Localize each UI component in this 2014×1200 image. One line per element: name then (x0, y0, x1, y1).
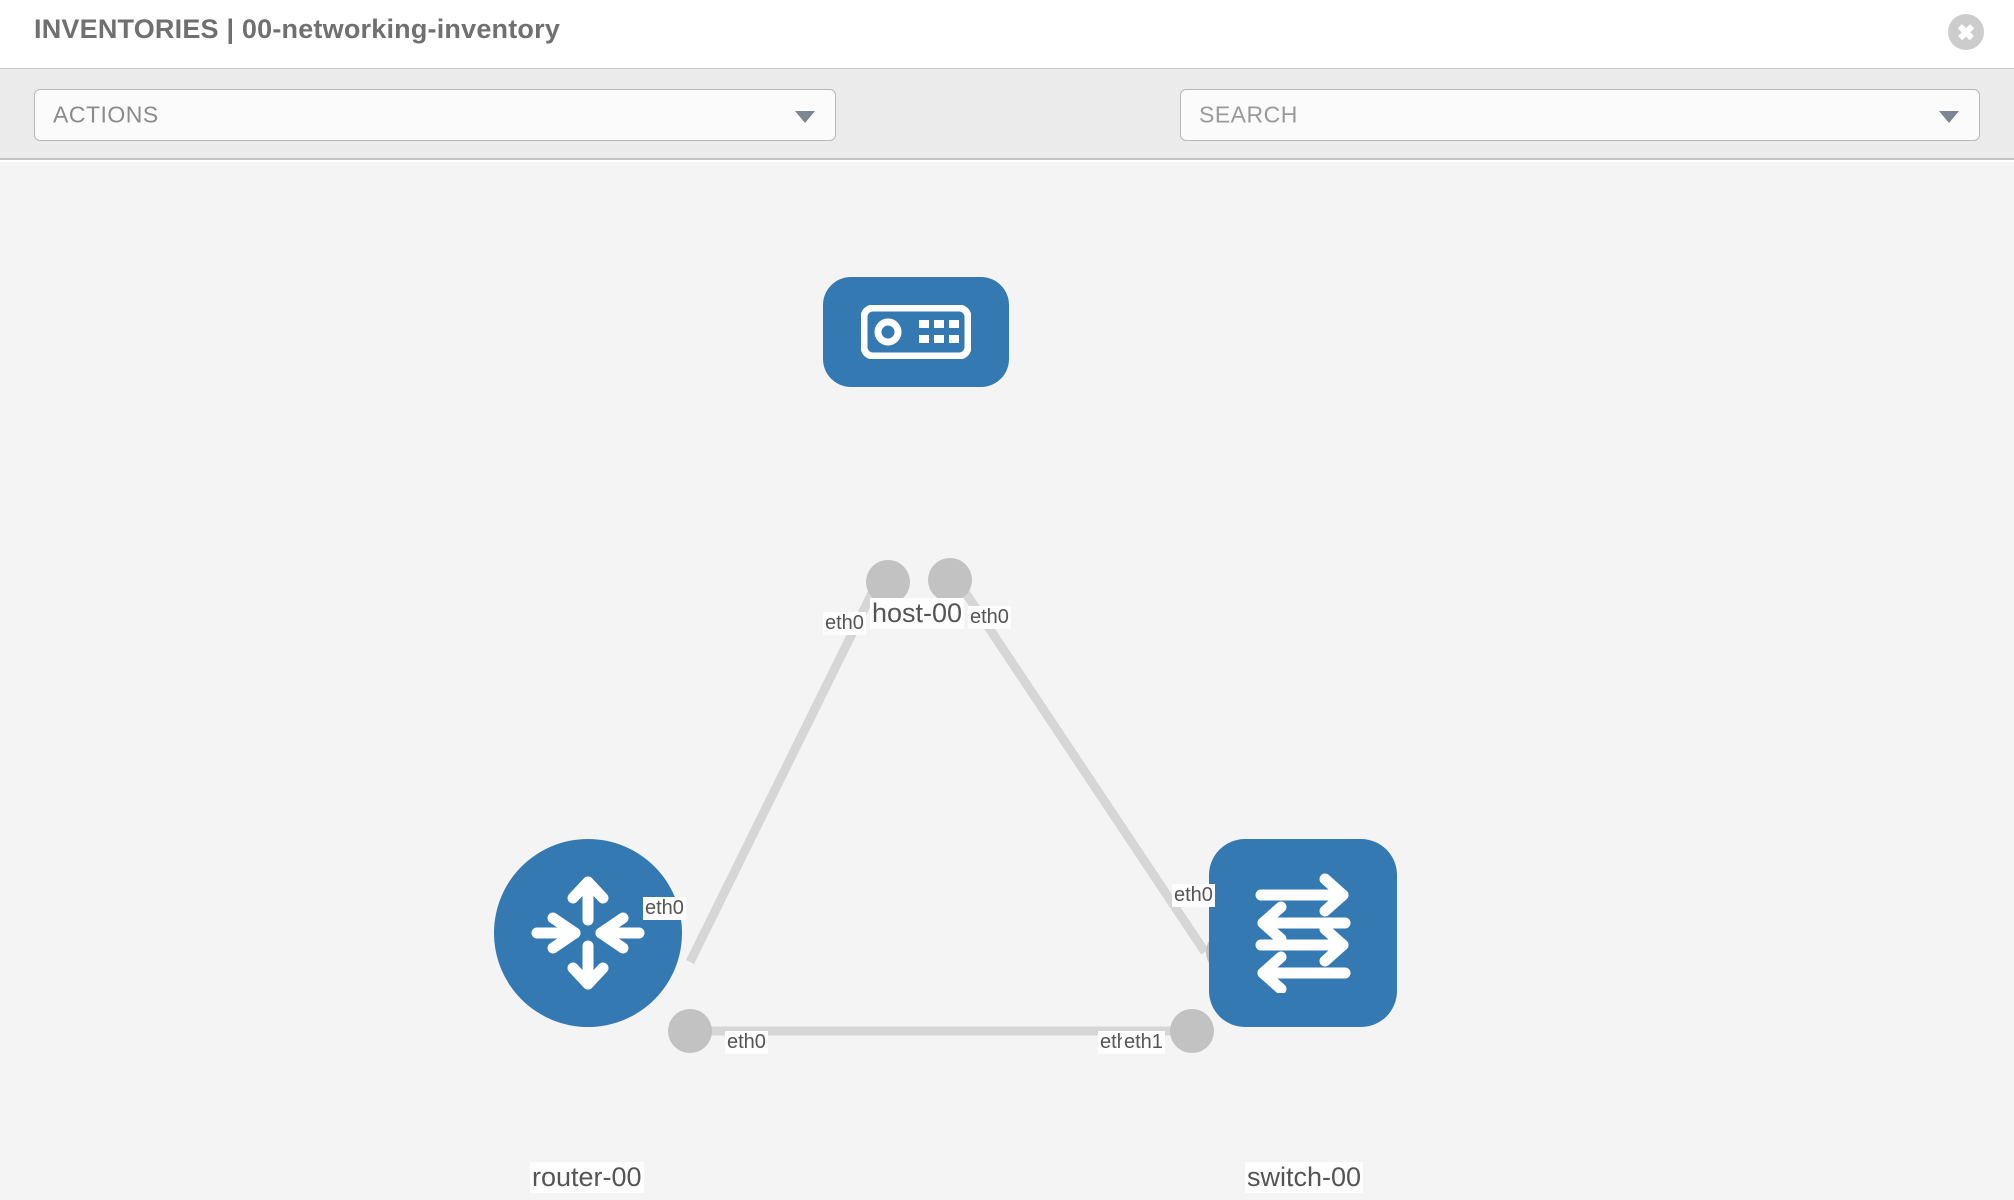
edge-label-host-left: eth0 (823, 612, 866, 635)
edge-label-router-right: eth0 (725, 1031, 768, 1054)
node-switch-00-label: switch-00 (1245, 1162, 1364, 1193)
node-router-00-shape[interactable] (494, 839, 682, 1027)
router-icon (531, 876, 645, 990)
edge-label-host-right: eth0 (968, 606, 1011, 629)
page-header: INVENTORIES | 00-networking-inventory (0, 0, 2014, 68)
node-host-00-shape[interactable] (823, 277, 1009, 387)
search-input[interactable]: SEARCH (1180, 89, 1980, 141)
edge-label-switch-left-eth1: eth1 (1122, 1031, 1165, 1054)
edge-host-router (685, 575, 885, 964)
topology-connectors (668, 558, 1250, 1053)
connector-router-right (668, 1009, 712, 1053)
connector-host-right (928, 558, 972, 602)
search-placeholder: SEARCH (1199, 101, 1298, 128)
server-icon (861, 305, 971, 359)
switch-icon (1255, 873, 1351, 993)
chevron-down-icon (1939, 111, 1959, 123)
page-title: INVENTORIES | 00-networking-inventory (34, 14, 561, 44)
connector-switch-left (1170, 1009, 1214, 1053)
chevron-down-icon (795, 111, 815, 123)
connector-host-left (866, 560, 910, 604)
actions-dropdown[interactable]: ACTIONS (34, 89, 836, 141)
node-switch-00-shape[interactable] (1209, 839, 1397, 1027)
toolbar: ACTIONS SEARCH (0, 68, 2014, 197)
topology-canvas[interactable]: host-00 router-00 (0, 162, 2014, 1200)
node-router-00-label: router-00 (530, 1162, 644, 1193)
actions-dropdown-label: ACTIONS (53, 101, 159, 128)
topology-edges (685, 574, 1209, 1036)
edge-label-router-up: eth0 (643, 897, 686, 920)
close-icon[interactable] (1948, 14, 1984, 50)
edge-label-switch-up: eth0 (1172, 884, 1215, 907)
edge-host-switch (951, 574, 1209, 955)
node-host-00-label: host-00 (870, 598, 965, 629)
